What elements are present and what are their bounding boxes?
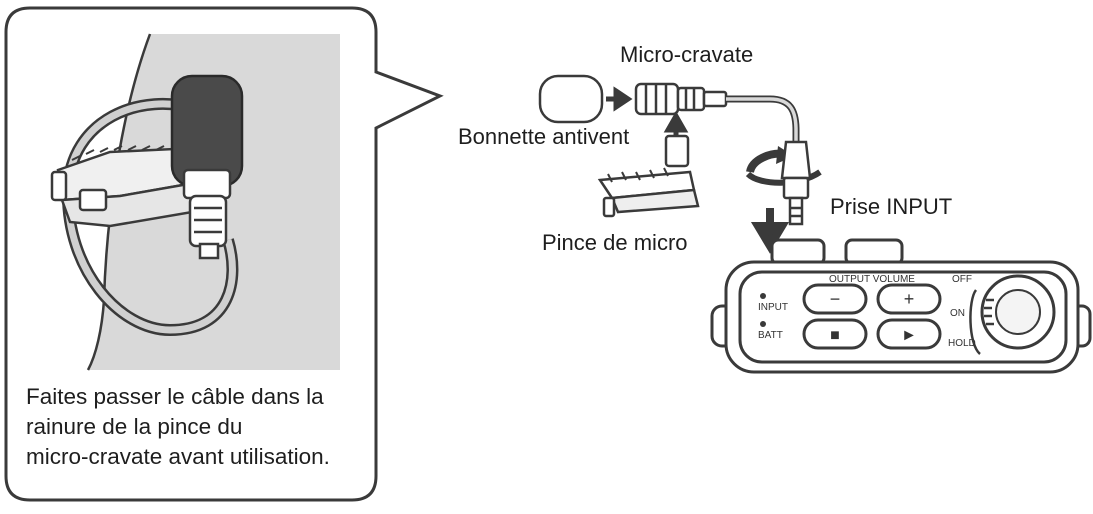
switch-off-label: OFF (952, 274, 972, 285)
play-button[interactable]: ► (901, 327, 917, 344)
switch-on-label: ON (950, 308, 965, 319)
device-labels: OUTPUT VOLUME INPUT BATT − + ■ ► OFF ON … (758, 274, 976, 349)
volume-down-button[interactable]: − (830, 289, 841, 309)
input-plug (780, 140, 812, 226)
recorder-device (710, 238, 1092, 374)
volume-up-button[interactable]: + (904, 289, 915, 309)
arrow-plug-down (750, 208, 790, 254)
mic-clip-label: Pince de micro (542, 230, 688, 255)
lavalier-mic-label: Micro-cravate (620, 42, 754, 67)
caption-line-1: Faites passer le câble dans la (26, 384, 324, 409)
switch-hold-label: HOLD (948, 338, 976, 349)
cable-loop (61, 97, 239, 337)
clip-illustration (50, 145, 206, 228)
input-led-label: INPUT (758, 302, 788, 313)
mic-cable (726, 95, 800, 142)
input-jack-label: Prise INPUT (830, 194, 953, 219)
windscreen-label: Bonnette antivent (458, 124, 630, 149)
arrow-windscreen-to-mic (606, 86, 633, 112)
caption-line-3: micro-cravate avant utilisation. (26, 444, 330, 469)
batt-led-label: BATT (758, 330, 783, 341)
stop-button[interactable]: ■ (830, 327, 840, 344)
mic-head-illustration (170, 74, 244, 260)
lavalier-mic-shape (634, 82, 728, 116)
output-volume-label: OUTPUT VOLUME (829, 274, 915, 285)
mic-clip-shape (597, 134, 700, 218)
windscreen-shape (538, 74, 604, 124)
callout-caption: Faites passer le câble dans la rainure d… (26, 382, 386, 472)
caption-line-2: rainure de la pince du (26, 414, 243, 439)
